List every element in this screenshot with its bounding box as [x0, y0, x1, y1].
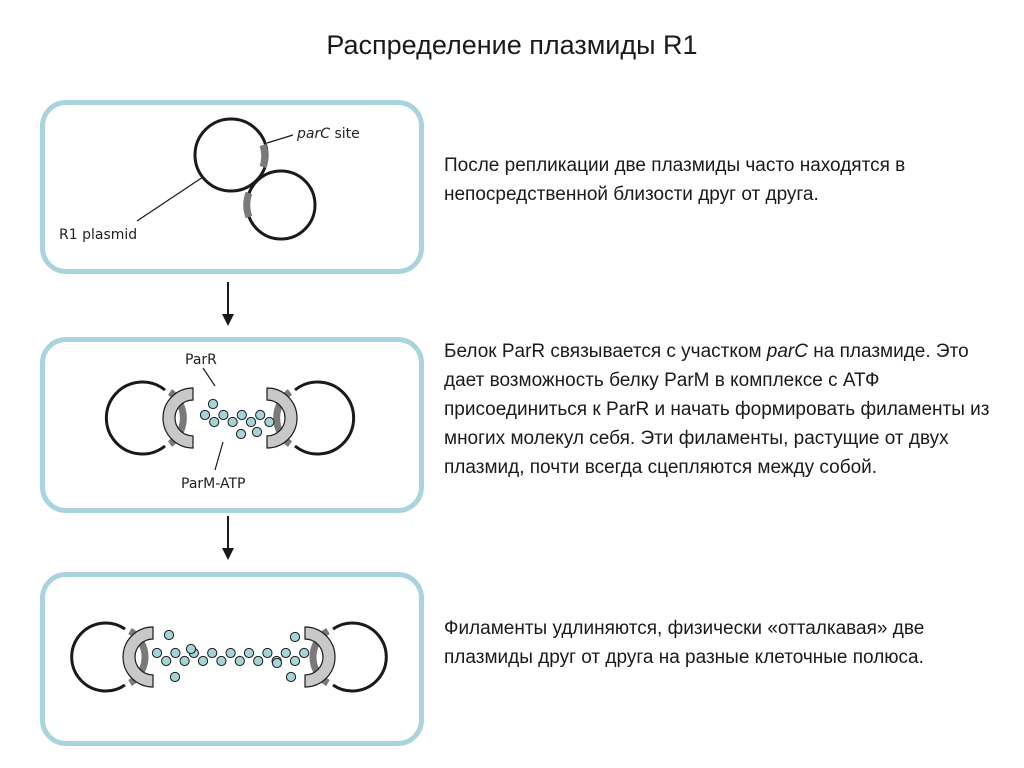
parm-monomer — [280, 647, 291, 659]
plasmid-2 — [245, 169, 317, 241]
parc-site-1 — [259, 143, 269, 169]
parc-pointer — [266, 134, 294, 144]
plasmid-pointer — [136, 176, 204, 222]
parm-monomer — [285, 671, 297, 683]
parm-monomer — [179, 655, 190, 667]
parm-monomer — [161, 655, 172, 667]
parm-filament — [199, 398, 275, 440]
parm-monomer — [245, 416, 257, 428]
right-plasmid — [294, 380, 356, 456]
left-parr — [122, 626, 154, 688]
parm-monomer — [199, 409, 211, 421]
arrow-down-1 — [222, 282, 234, 326]
parr-label: ParR — [185, 352, 217, 368]
parc-site-2 — [243, 191, 253, 219]
parm-monomer — [289, 631, 301, 643]
step-1-panel: parC site R1 plasmid — [40, 100, 424, 274]
parm-monomer — [255, 409, 266, 421]
step-2-description: Белок ParR связывается с участком parC н… — [444, 341, 990, 478]
parm-monomer — [264, 416, 275, 428]
step-1-description: После репликации две плазмиды часто нахо… — [444, 155, 906, 205]
parm-monomer — [289, 655, 301, 667]
page-title: Распределение плазмиды R1 — [326, 30, 698, 60]
step-2-panel: ParR ParM-ATP — [40, 337, 424, 513]
parm-monomer — [197, 655, 209, 667]
step-3-diagram — [70, 621, 388, 693]
parm-monomer — [207, 647, 218, 659]
left-plasmid — [104, 380, 166, 456]
step-1-diagram: parC site R1 plasmid — [59, 117, 360, 243]
left-parr — [162, 387, 194, 449]
parm-monomer — [262, 647, 273, 659]
parm-monomer — [271, 657, 283, 669]
parm-monomer — [251, 426, 263, 438]
parm-monomer — [299, 647, 310, 659]
parm-atp-label: ParM-ATP — [181, 476, 245, 492]
right-parr — [266, 387, 298, 449]
r1-plasmid-label: R1 plasmid — [59, 227, 137, 243]
parm-monomer — [185, 643, 197, 655]
left-plasmid — [70, 621, 126, 693]
step-2-diagram: ParR ParM-ATP — [104, 352, 356, 492]
right-parr — [304, 626, 336, 688]
parm-monomer — [236, 409, 247, 421]
parm-monomer — [234, 655, 245, 667]
parc-site-label: parC site — [296, 126, 360, 142]
right-plasmid — [332, 621, 388, 693]
parm-monomer — [225, 647, 236, 659]
parm-monomer — [163, 629, 175, 641]
parm-monomer — [169, 671, 181, 683]
parm-monomer — [170, 647, 181, 659]
parm-monomer — [243, 647, 255, 659]
parm-monomer — [207, 398, 219, 410]
parm-monomer — [235, 428, 247, 440]
parm-monomer — [151, 647, 163, 659]
arrow-down-2 — [222, 516, 234, 560]
parm-monomer — [218, 409, 229, 421]
parm-filament — [151, 629, 310, 683]
step-3-description: Филаменты удлиняются, физически «отталка… — [444, 618, 925, 668]
parm-monomer — [216, 655, 227, 667]
parm-monomer — [227, 416, 238, 428]
step-3-panel — [40, 572, 424, 746]
parm-monomer — [209, 416, 220, 428]
parm-monomer — [253, 655, 264, 667]
